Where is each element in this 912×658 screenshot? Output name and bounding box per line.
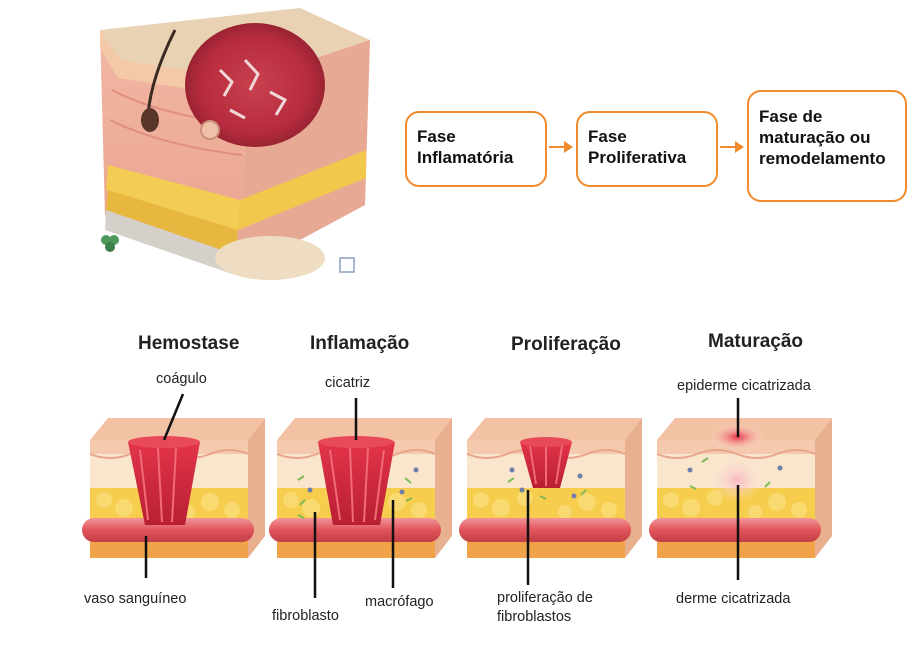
- label-proliferacao-fibroblastos: proliferação de fibroblastos: [497, 589, 593, 627]
- flow-line: Fase de: [759, 107, 823, 126]
- flow-arrow-1: [549, 141, 573, 153]
- flow-line: Fase: [588, 127, 627, 146]
- label-coagulo: coágulo: [156, 371, 207, 387]
- stage-title-proliferacao: Proliferação: [511, 334, 621, 355]
- flow-box-inflamatoria: Fase Inflamatória: [405, 111, 547, 187]
- label-vaso-sanguineo: vaso sanguíneo: [84, 591, 187, 607]
- stage-title-inflamacao: Inflamação: [310, 333, 410, 354]
- flow-arrow-2: [720, 141, 744, 153]
- label-cicatriz: cicatriz: [325, 375, 371, 391]
- label-fibroblasto: fibroblasto: [272, 608, 339, 624]
- label-epiderme-cicatrizada: epiderme cicatrizada: [677, 378, 811, 394]
- label-macrofago: macrófago: [365, 594, 434, 610]
- label-derme-cicatrizada: derme cicatrizada: [676, 591, 791, 607]
- flow-box-maturacao: Fase de maturação ou remodelamento: [747, 90, 907, 202]
- flow-line: Fase: [417, 127, 456, 146]
- stage-title-hemostase: Hemostase: [138, 333, 240, 354]
- label-line: fibroblastos: [497, 609, 572, 625]
- stage-title-maturacao: Maturação: [708, 331, 804, 352]
- flow-line: Inflamatória: [417, 148, 514, 167]
- flow-box-proliferativa: Fase Proliferativa: [576, 111, 718, 187]
- flow-line: remodelamento: [759, 149, 886, 168]
- flow-line: maturação ou: [759, 128, 871, 147]
- flow-line: Proliferativa: [588, 148, 687, 167]
- label-line: proliferação de: [497, 590, 593, 606]
